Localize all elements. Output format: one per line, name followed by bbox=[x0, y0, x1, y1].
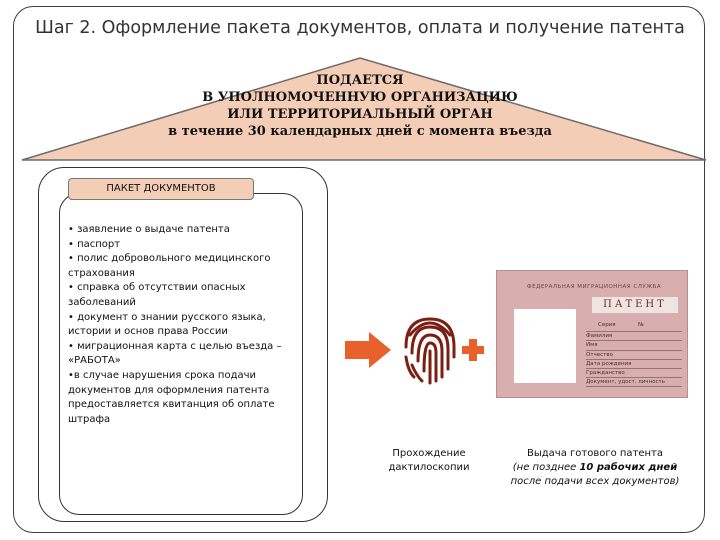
patent-field: Дата рождения bbox=[586, 360, 682, 370]
slide-frame bbox=[13, 6, 705, 533]
roof-shape bbox=[21, 57, 707, 161]
submission-line-2: В УПОЛНОМОЧЕННУЮ ОРГАНИЗАЦИЮ bbox=[202, 90, 518, 105]
submission-line-3: ИЛИ ТЕРРИТОРИАЛЬНЫЙ ОРГАН bbox=[227, 107, 493, 122]
patent-field bbox=[586, 323, 682, 333]
patent-issue-caption: Выдача готового патента (не позднее 10 р… bbox=[500, 447, 690, 489]
slide-title: Шаг 2. Оформление пакета документов, опл… bbox=[35, 18, 685, 38]
fingerprinting-caption-line-2: дактилоскопии bbox=[388, 462, 470, 473]
document-item: • полис добровольного медицинского страх… bbox=[68, 253, 271, 279]
fingerprinting-caption: Прохождение дактилоскопии bbox=[377, 447, 481, 475]
submission-info: ПОДАЕТСЯ В УПОЛНОМОЧЕННУЮ ОРГАНИЗАЦИЮ ИЛ… bbox=[120, 72, 600, 140]
patent-issue-deadline-prefix: (не позднее bbox=[512, 462, 580, 473]
document-item: • паспорт bbox=[68, 238, 121, 250]
document-item: • миграционная карта с целью въезда – «Р… bbox=[68, 340, 282, 367]
patent-issue-deadline: 10 рабочих дней bbox=[579, 462, 678, 473]
patent-number-label: № bbox=[638, 322, 644, 328]
document-item: • заявление о выдаче патента bbox=[68, 224, 230, 235]
patent-photo-area bbox=[514, 309, 576, 383]
patent-title: ПАТЕНТ bbox=[592, 297, 678, 313]
fingerprinting-caption-line-1: Прохождение bbox=[392, 448, 466, 459]
document-item: • документ о знании русского языка, исто… bbox=[68, 311, 266, 338]
patent-issue-caption-line-3: после подачи всех документов) bbox=[510, 476, 680, 487]
submission-deadline: в течение 30 календарных дней с момента … bbox=[168, 124, 552, 139]
fingerprint-icon bbox=[404, 317, 456, 385]
document-item: •в случае нарушения срока подачи докумен… bbox=[68, 369, 275, 425]
submission-line-1: ПОДАЕТСЯ bbox=[316, 73, 404, 88]
document-list: • заявление о выдаче патента • паспорт •… bbox=[68, 223, 290, 427]
document-packet-header: ПАКЕТ ДОКУМЕНТОВ bbox=[68, 178, 254, 200]
patent-agency: ФЕДЕРАЛЬНАЯ МИГРАЦИОННАЯ СЛУЖБА bbox=[526, 284, 662, 290]
patent-issue-caption-line-2: (не позднее 10 рабочих дней bbox=[500, 461, 690, 475]
patent-field: Фамилия bbox=[586, 332, 682, 342]
patent-field: Документ, удост. личность bbox=[586, 378, 682, 388]
patent-issue-caption-line-1: Выдача готового патента bbox=[526, 448, 664, 459]
patent-series-label: Серия bbox=[598, 322, 616, 328]
plus-icon bbox=[462, 339, 484, 361]
patent-field: Имя bbox=[586, 341, 682, 351]
patent-fields: Фамилия Имя Отчество Дата рождения Гражд… bbox=[586, 323, 682, 388]
right-arrow-icon bbox=[345, 332, 391, 368]
patent-field: Отчество bbox=[586, 351, 682, 360]
patent-field: Гражданство bbox=[586, 369, 682, 379]
document-item: • справка об отсутствии опасных заболева… bbox=[68, 282, 246, 308]
